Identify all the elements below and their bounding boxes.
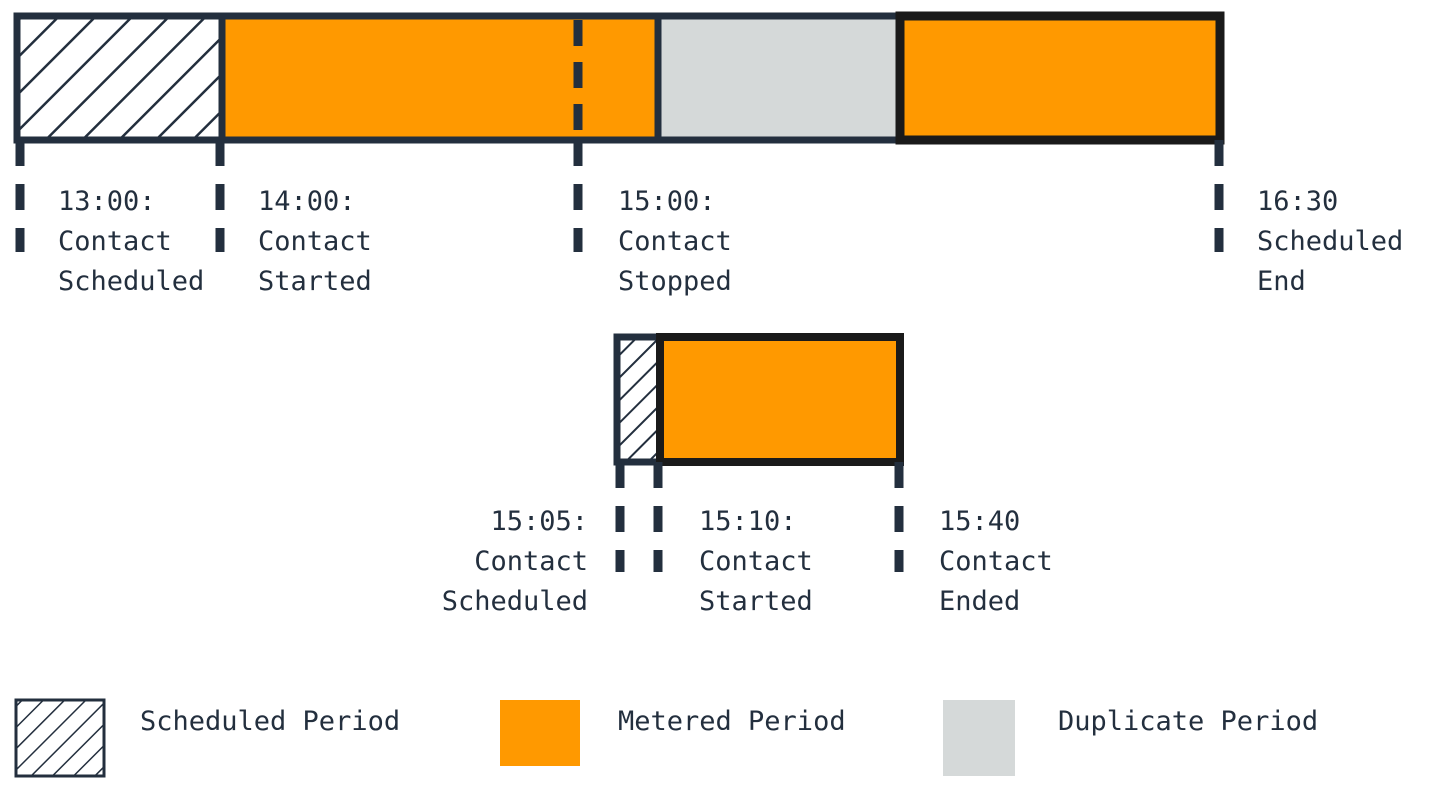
marker-line1-15-05: Contact — [474, 546, 588, 577]
marker-time-16-30: 16:30 — [1257, 186, 1339, 217]
legend-swatch-duplicate — [943, 700, 1015, 776]
marker-line1-14-00: Contact — [258, 226, 372, 257]
segment-metered-secondary-outline — [656, 333, 904, 466]
primary-timeline-bar — [13, 11, 1225, 145]
marker-line1-15-00: Contact — [618, 226, 732, 257]
marker-line1-16-30: Scheduled — [1257, 226, 1404, 257]
marker-line2-13-00: Scheduled — [58, 266, 205, 297]
marker-time-15-00: 15:00: — [618, 186, 716, 217]
segment-metered-primary-2 — [900, 16, 1220, 140]
legend-swatches — [14, 698, 1015, 778]
marker-line2-15-05: Scheduled — [441, 586, 588, 617]
legend-label-duplicate: Duplicate Period — [1058, 706, 1319, 737]
segment-metered-secondary — [660, 337, 900, 462]
segment-scheduled-primary — [17, 16, 222, 140]
marker-line2-15-40: Ended — [939, 586, 1021, 617]
marker-line1-13-00: Contact — [58, 226, 172, 257]
marker-line1-15-40: Contact — [939, 546, 1053, 577]
marker-time-15-40: 15:40 — [939, 506, 1021, 537]
marker-line2-15-10: Started — [699, 586, 813, 617]
marker-time-13-00: 13:00: — [58, 186, 156, 217]
legend-swatch-scheduled — [14, 698, 106, 778]
marker-time-14-00: 14:00: — [258, 186, 356, 217]
marker-line2-16-30: End — [1257, 266, 1306, 297]
marker-time-15-05: 15:05: — [490, 506, 588, 537]
marker-line2-14-00: Started — [258, 266, 372, 297]
legend-label-scheduled: Scheduled Period — [140, 706, 401, 737]
segment-duplicate-primary — [658, 16, 900, 140]
secondary-timeline-ticks — [615, 462, 904, 572]
primary-timeline-ticks — [15, 140, 1224, 252]
segment-metered-primary-2-outline — [895, 11, 1225, 145]
segment-metered-primary-1 — [222, 16, 658, 140]
marker-line1-15-10: Contact — [699, 546, 813, 577]
legend-label-metered: Metered Period — [618, 706, 846, 737]
segment-scheduled-secondary — [617, 337, 660, 462]
legend-swatch-metered — [500, 700, 580, 766]
marker-time-15-10: 15:10: — [699, 506, 797, 537]
marker-line2-15-00: Stopped — [618, 266, 732, 297]
secondary-timeline-bar — [613, 333, 904, 466]
